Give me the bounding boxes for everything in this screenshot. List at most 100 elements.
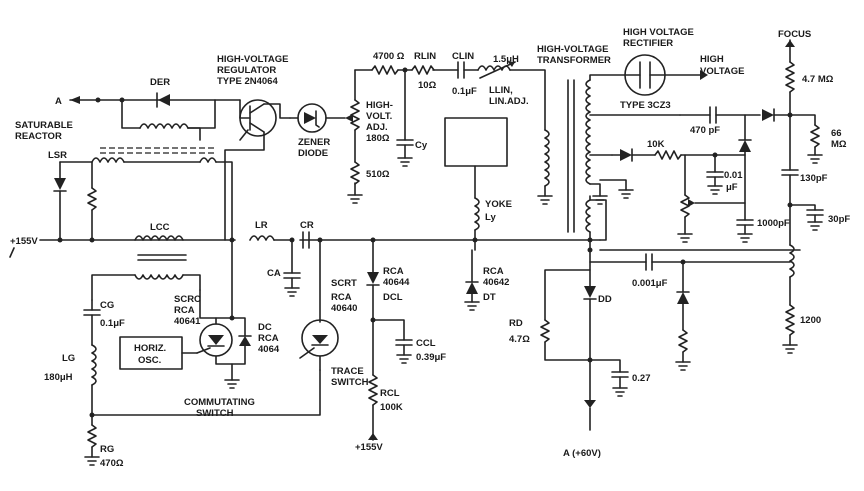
label-hv-adj-3: ADJ. — [366, 122, 388, 133]
label-r-510: 510Ω — [366, 169, 390, 180]
label-c-cl-val: 0.39μF — [416, 352, 446, 363]
label-l-sr: LSR — [48, 150, 67, 161]
label-r-66m-1: 66 — [831, 128, 842, 139]
label-r-d: RD — [509, 318, 523, 329]
label-r-lin-val: 10Ω — [418, 80, 437, 91]
label-comm-2: SWITCH — [196, 408, 234, 419]
label-l-g: LG — [62, 353, 75, 364]
label-horiz-2: OSC. — [138, 355, 161, 366]
scrt-switch — [299, 237, 339, 371]
horiz-osc-box — [119, 336, 198, 370]
label-r-lin: RLIN — [414, 51, 436, 62]
label-r-4700: 4700 Ω — [373, 51, 405, 62]
label-r-1200: 1200 — [800, 315, 821, 326]
label-rca-40644-1: RCA — [383, 266, 404, 277]
dt-section — [464, 249, 480, 311]
label-c-a: CA — [267, 268, 281, 279]
label-c-001: 0.01 — [724, 170, 743, 181]
label-d-d: DD — [598, 294, 612, 305]
label-zener-2: DIODE — [298, 148, 328, 159]
zener-diode — [289, 103, 346, 133]
label-focus: FOCUS — [778, 29, 811, 40]
label-rca-40642-2: 40642 — [483, 277, 509, 288]
label-dc-2: RCA — [258, 333, 279, 344]
label-c-lin-val: 0.1μF — [452, 86, 477, 97]
hv-rectifier — [624, 54, 708, 96]
label-hvt-1: HIGH-VOLTAGE — [537, 44, 608, 55]
label-comm-1: COMMUTATING — [184, 397, 255, 408]
label-r-66m-2: MΩ — [831, 139, 847, 150]
label-l-cc: LCC — [150, 222, 170, 233]
label-hvr-type: TYPE 3CZ3 — [620, 100, 671, 111]
label-c-30p: 30pF — [828, 214, 850, 225]
main-bus — [9, 239, 801, 258]
label-r-47m: 4.7 MΩ — [802, 74, 834, 85]
label-c-g-val: 0.1μF — [100, 318, 125, 329]
label-a-out: A — [55, 96, 62, 107]
label-l-lin: LLIN, — [489, 85, 513, 96]
yoke — [444, 117, 508, 243]
dd-section — [540, 249, 629, 431]
label-scrc-3: 40641 — [174, 316, 201, 327]
dcl-section — [366, 237, 413, 441]
label-rca-40642-1: RCA — [483, 266, 504, 277]
label-c-001-u: μF — [726, 182, 738, 193]
label-scrt-2: RCA — [331, 292, 352, 303]
right-lower — [589, 253, 791, 371]
labels: A DER HIGH-VOLTAGE REGULATOR TYPE 2N4064… — [10, 27, 850, 469]
label-c-r: CR — [300, 220, 314, 231]
label-yoke: YOKE — [485, 199, 512, 210]
label-hvr-2: RECTIFIER — [623, 38, 673, 49]
label-scrc-1: SCRC — [174, 294, 201, 305]
label-scrc-2: RCA — [174, 305, 195, 316]
label-l-lin-val: 1.5μH — [493, 54, 519, 65]
lcc-transformer — [91, 235, 201, 301]
label-plus-155: +155V — [10, 236, 38, 247]
label-c-027: 0.27 — [632, 373, 651, 384]
label-d-cl: DCL — [383, 292, 403, 303]
label-plus-155-bottom: +155V — [355, 442, 383, 453]
label-c-cl: CCL — [416, 338, 436, 349]
label-c-130p: 130pF — [800, 173, 828, 184]
label-ly: Ly — [485, 212, 496, 223]
hv-regulator-transistor — [224, 99, 291, 241]
label-r-d-val: 4.7Ω — [509, 334, 530, 345]
label-scrt-3: 40640 — [331, 303, 357, 314]
label-l-g-val: 180μH — [44, 372, 73, 383]
label-dc-3: 4064 — [258, 344, 280, 355]
label-saturable-2: REACTOR — [15, 131, 62, 142]
label-zener-1: ZENER — [298, 137, 330, 148]
label-hv-regulator-2: REGULATOR — [217, 65, 276, 76]
label-scrt-1: SCRT — [331, 278, 357, 289]
label-c-470p: 470 pF — [690, 125, 720, 136]
label-cy: Cy — [415, 140, 428, 151]
label-hv-adj-2: VOLT. — [366, 111, 392, 122]
label-dc-1: DC — [258, 322, 272, 333]
label-trace-2: SWITCH — [331, 377, 369, 388]
label-hv-out-2: VOLTAGE — [700, 66, 745, 77]
label-saturable-1: SATURABLE — [15, 120, 73, 131]
label-c-g: CG — [100, 300, 114, 311]
label-trace-1: TRACE — [331, 366, 364, 377]
label-r-cl: RCL — [380, 388, 400, 399]
lr-cr — [229, 231, 310, 319]
label-r-g: RG — [100, 444, 114, 455]
label-hv-adj-4: 180Ω — [366, 133, 390, 144]
left-column — [83, 299, 321, 466]
scrc-switch — [196, 289, 252, 389]
label-c-0001: 0.001μF — [632, 278, 668, 289]
label-d-t: DT — [483, 292, 496, 303]
focus-chain — [679, 39, 824, 354]
label-rca-40644-2: 40644 — [383, 277, 410, 288]
label-l-lin-adj: LIN.ADJ. — [489, 96, 529, 107]
label-r-cl-val: 100K — [380, 402, 403, 413]
label-r-10k: 10K — [647, 139, 665, 150]
label-hv-adj-1: HIGH- — [366, 100, 393, 111]
label-c-1000p: 1000pF — [757, 218, 790, 229]
label-hvt-2: TRANSFORMER — [537, 55, 611, 66]
label-horiz-1: HORIZ. — [134, 343, 166, 354]
hv-transformer — [474, 74, 681, 253]
tap-network — [599, 114, 754, 243]
label-hv-out-1: HIGH — [700, 54, 724, 65]
